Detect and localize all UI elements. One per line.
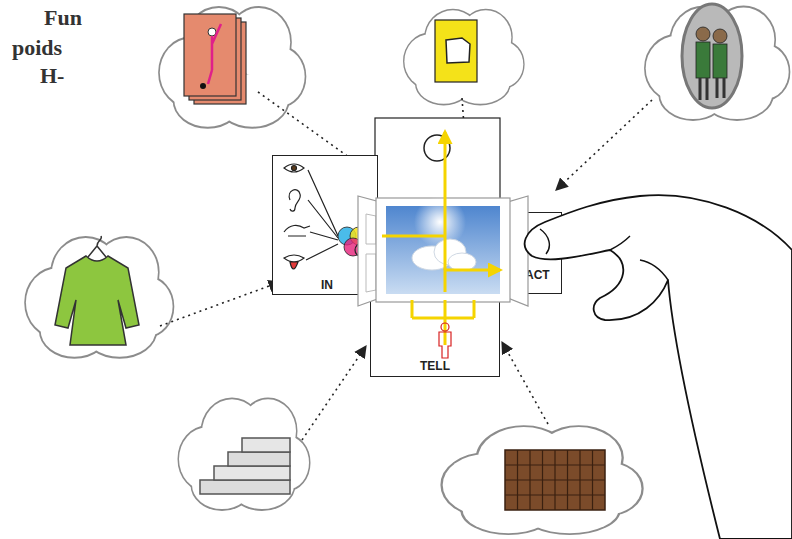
- person-figure: [439, 332, 451, 358]
- stairs-icon: [242, 438, 290, 452]
- chocolate-icon: [505, 450, 605, 510]
- flow-arrow: [445, 270, 500, 292]
- card-top-panel: [424, 135, 450, 161]
- chocolate-icon: [505, 450, 605, 510]
- window: [376, 198, 510, 302]
- window: [358, 196, 380, 306]
- dress-icon: [55, 256, 139, 345]
- window: [366, 214, 376, 292]
- window: [386, 206, 500, 294]
- card-in-panel: IN: [272, 155, 378, 295]
- mirror-icon: [700, 78, 724, 100]
- card-tell-panel: TELL: [370, 292, 500, 377]
- panel-label: ACT: [525, 269, 550, 281]
- hand: [525, 195, 792, 539]
- mirror-icon: [713, 44, 727, 78]
- sense-icons: [292, 166, 297, 171]
- title-fragment: H-: [40, 64, 64, 88]
- card-stack-icon: [184, 14, 246, 104]
- color-circles: [344, 238, 362, 256]
- sense-icons: [290, 262, 298, 269]
- yellow-flow-line: [382, 132, 474, 345]
- yellow-card-icon: [435, 20, 477, 82]
- cloud: [443, 427, 642, 533]
- title-fragment: Fun: [44, 6, 82, 30]
- yellow-flow-line: [444, 132, 447, 270]
- sense-icons: [306, 170, 338, 260]
- dotted-arrow: [160, 282, 280, 326]
- dotted-arrow: [160, 92, 652, 440]
- mirror-icon: [682, 4, 742, 108]
- dress-icon: [88, 236, 106, 257]
- stairs-icon: [228, 452, 290, 466]
- card-stack-icon: [184, 14, 236, 96]
- title-fragment: poids: [12, 36, 62, 60]
- window: [434, 239, 466, 265]
- dotted-arrow: [502, 342, 548, 424]
- chocolate-icon: [505, 450, 605, 510]
- mirror-icon: [696, 27, 710, 41]
- color-circles: [338, 227, 369, 257]
- mirror-icon: [696, 42, 710, 78]
- window: [414, 196, 466, 248]
- yellow-card-icon: [446, 38, 470, 63]
- edge-layer: [445, 270, 500, 292]
- dress-icon: [55, 236, 139, 345]
- color-circles: [350, 227, 368, 245]
- sense-icons: [284, 164, 338, 269]
- yellow-flow-line: [382, 235, 445, 238]
- window: [508, 196, 528, 306]
- person-figure: [439, 323, 451, 358]
- stairs-icon: [200, 480, 290, 494]
- card-stack-icon: [200, 83, 206, 89]
- hand: [525, 195, 792, 539]
- color-circles: [355, 243, 369, 257]
- card-top-panel: [375, 118, 500, 218]
- mirror-icon: [682, 4, 742, 108]
- sense-icons: [284, 164, 304, 172]
- panel-label: TELL: [420, 360, 450, 372]
- cloud: [404, 10, 523, 104]
- dotted-arrow: [302, 346, 366, 440]
- sense-icons: [289, 190, 300, 211]
- sense-icons: [284, 225, 310, 236]
- color-circles: [338, 227, 356, 245]
- mirror-icon: [713, 29, 727, 43]
- window: [412, 246, 452, 270]
- cloud: [26, 7, 789, 533]
- cloud: [179, 399, 309, 509]
- window: [448, 253, 476, 271]
- hand: [540, 229, 668, 280]
- stairs-icon: [214, 466, 290, 480]
- sense-icons: [284, 255, 304, 262]
- window: [358, 196, 528, 306]
- yellow-card-icon: [435, 20, 477, 82]
- dotted-arrow: [556, 100, 652, 190]
- person-figure: [441, 323, 449, 331]
- stairs-icon: [200, 438, 290, 494]
- panel-label: IN: [321, 279, 333, 291]
- card-stack-icon: [208, 24, 221, 84]
- card-act-panel: ACT: [500, 212, 562, 294]
- card-top-panel: [375, 118, 500, 218]
- yellow-flow-line: [412, 300, 474, 345]
- cloud: [26, 238, 173, 357]
